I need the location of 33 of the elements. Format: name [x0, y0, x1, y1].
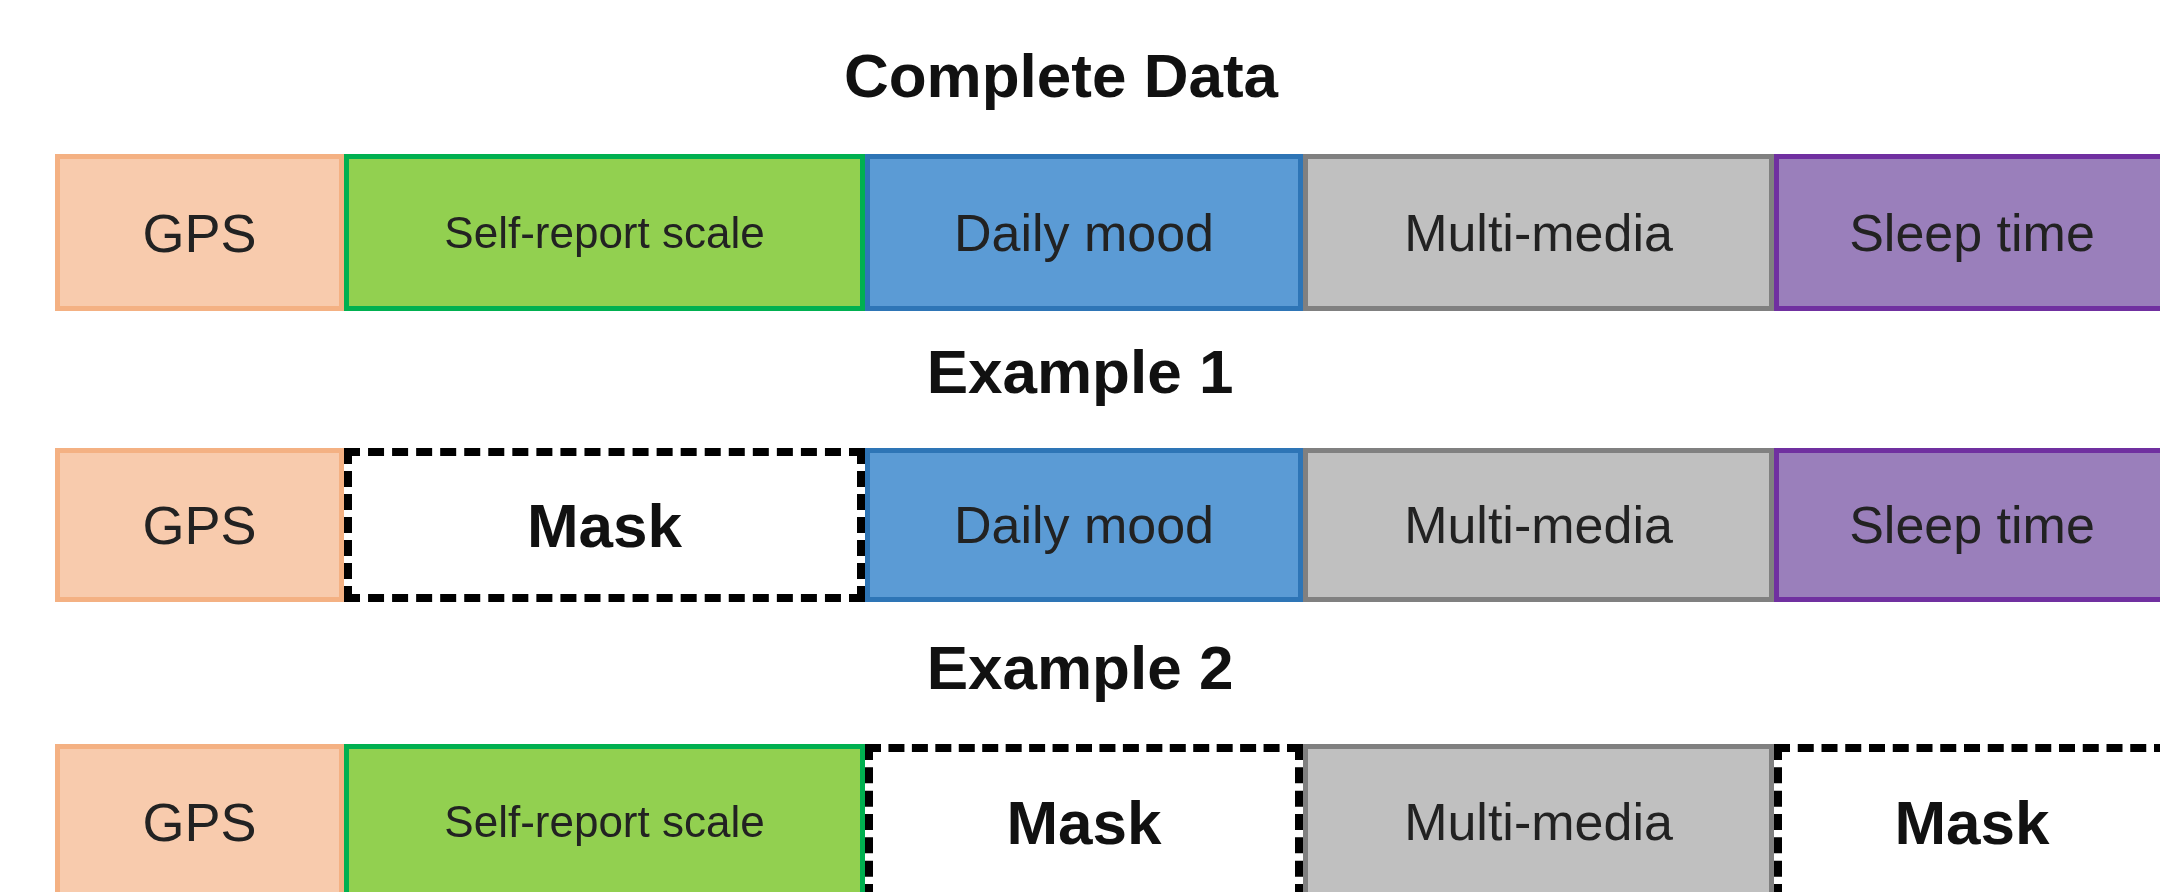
- segment-label: Self-report scale: [444, 207, 765, 258]
- mask-segment: [344, 448, 865, 602]
- segment-label: Multi-media: [1404, 792, 1673, 852]
- mask-segment: [1774, 744, 2160, 892]
- data-segment: [1303, 154, 1774, 311]
- segment-label: Sleep time: [1849, 495, 2095, 555]
- segment-label: GPS: [142, 791, 257, 853]
- data-segment: [1774, 154, 2160, 311]
- mask-segment: [865, 744, 1303, 892]
- data-segment: [1774, 448, 2160, 602]
- data-segment: [865, 448, 1303, 602]
- data-segment: [55, 154, 344, 311]
- data-segment: [865, 154, 1303, 311]
- row-heading: Example 2: [926, 632, 1234, 703]
- segment-label: Mask: [526, 489, 683, 561]
- data-segment: [344, 744, 865, 892]
- segment-label: Self-report scale: [444, 797, 765, 847]
- segment-label: Mask: [1894, 786, 2050, 858]
- data-segment: [55, 744, 344, 892]
- data-segment: [1303, 744, 1774, 892]
- segment-label: Multi-media: [1404, 495, 1673, 555]
- data-segment: [55, 448, 344, 602]
- segment-label: Mask: [1006, 786, 1162, 858]
- segment-label: Daily mood: [953, 495, 1215, 555]
- segment-label: Sleep time: [1849, 202, 2095, 263]
- data-segment: [344, 154, 865, 311]
- segment-label: Daily mood: [953, 202, 1215, 263]
- row-heading: Example 1: [926, 336, 1234, 407]
- segment-label: GPS: [142, 494, 257, 556]
- segment-label: Multi-media: [1404, 202, 1673, 263]
- data-segment: [1303, 448, 1774, 602]
- row-heading: Complete Data: [843, 40, 1279, 111]
- segment-label: GPS: [142, 201, 257, 264]
